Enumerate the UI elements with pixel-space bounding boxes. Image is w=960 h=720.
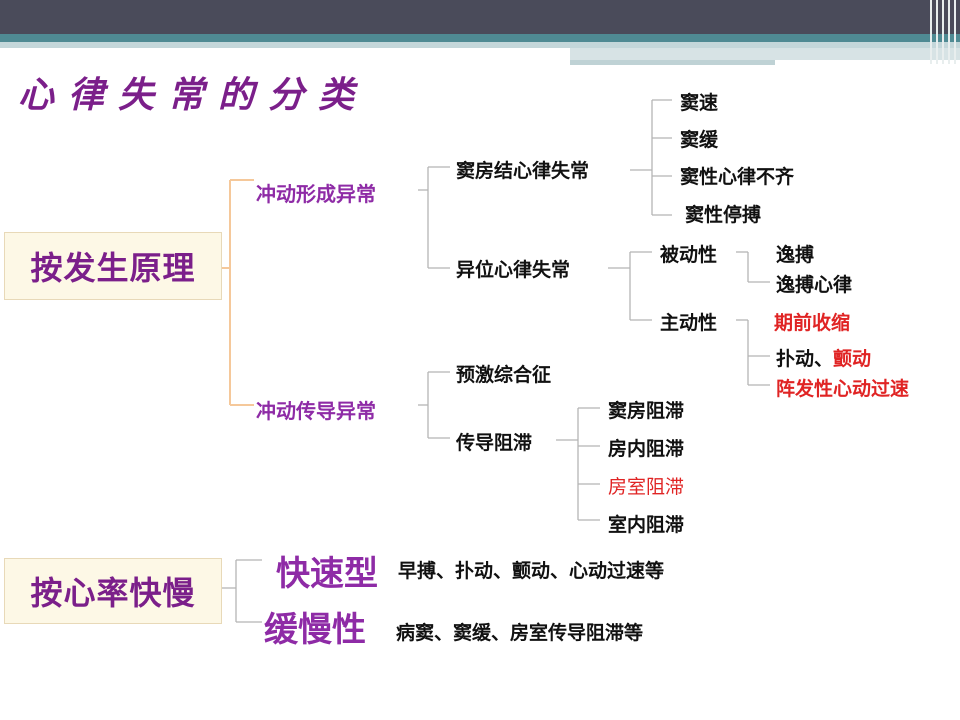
sinus-item: 窦缓 (680, 129, 719, 151)
active-label: 主动性 (660, 312, 718, 334)
page-title: 心律失常的分类 (18, 74, 369, 116)
category-by-rate: 按心率快慢 (4, 558, 222, 624)
category-by-rate-label: 按心率快慢 (30, 574, 196, 612)
flutter-fibrillation-line: 扑动、颤动 (776, 344, 871, 371)
passive-label: 被动性 (660, 244, 718, 266)
header-bar (0, 0, 960, 34)
header-vertical-lines (926, 0, 960, 64)
category-by-mechanism: 按发生原理 (4, 232, 222, 300)
block-item: 室内阻滞 (608, 514, 685, 536)
block-item: 窦房阻滞 (608, 400, 685, 422)
sinus-arrhythmia-label: 窦房结心律失常 (456, 160, 590, 182)
passive-item: 逸搏心律 (776, 274, 853, 296)
sinus-item: 窦性心律不齐 (680, 166, 795, 188)
fast-type-label: 快速型 (276, 554, 378, 594)
block-item-av: 房室阻滞 (608, 476, 685, 498)
header-stripe (0, 34, 960, 42)
premature-contraction-label: 期前收缩 (774, 312, 851, 334)
slow-type-desc: 病窦、窦缓、房室传导阻滞等 (396, 622, 644, 644)
header-stripe-accent (570, 48, 960, 60)
paroxysmal-tachycardia-label: 阵发性心动过速 (776, 378, 910, 400)
block-item: 房内阻滞 (608, 438, 685, 460)
preexcitation-label: 预激综合征 (456, 364, 552, 386)
impulse-conduction-label: 冲动传导异常 (256, 399, 376, 423)
header-stripe-light (0, 42, 960, 48)
ectopic-arrhythmia-label: 异位心律失常 (456, 259, 571, 281)
sinus-item: 窦速 (680, 92, 719, 114)
passive-item: 逸搏 (776, 244, 815, 266)
slow-type-label: 缓慢性 (264, 610, 366, 650)
header-stripe-accent-thin (570, 60, 775, 65)
fast-type-desc: 早搏、扑动、颤动、心动过速等 (398, 560, 665, 582)
impulse-formation-label: 冲动形成异常 (256, 182, 376, 206)
flutter-label: 扑动、 (776, 348, 834, 370)
fibrillation-label: 颤动 (833, 348, 872, 370)
conduction-block-label: 传导阻滞 (456, 432, 533, 454)
category-by-mechanism-label: 按发生原理 (30, 249, 196, 287)
sinus-item: 窦性停搏 (685, 204, 762, 226)
